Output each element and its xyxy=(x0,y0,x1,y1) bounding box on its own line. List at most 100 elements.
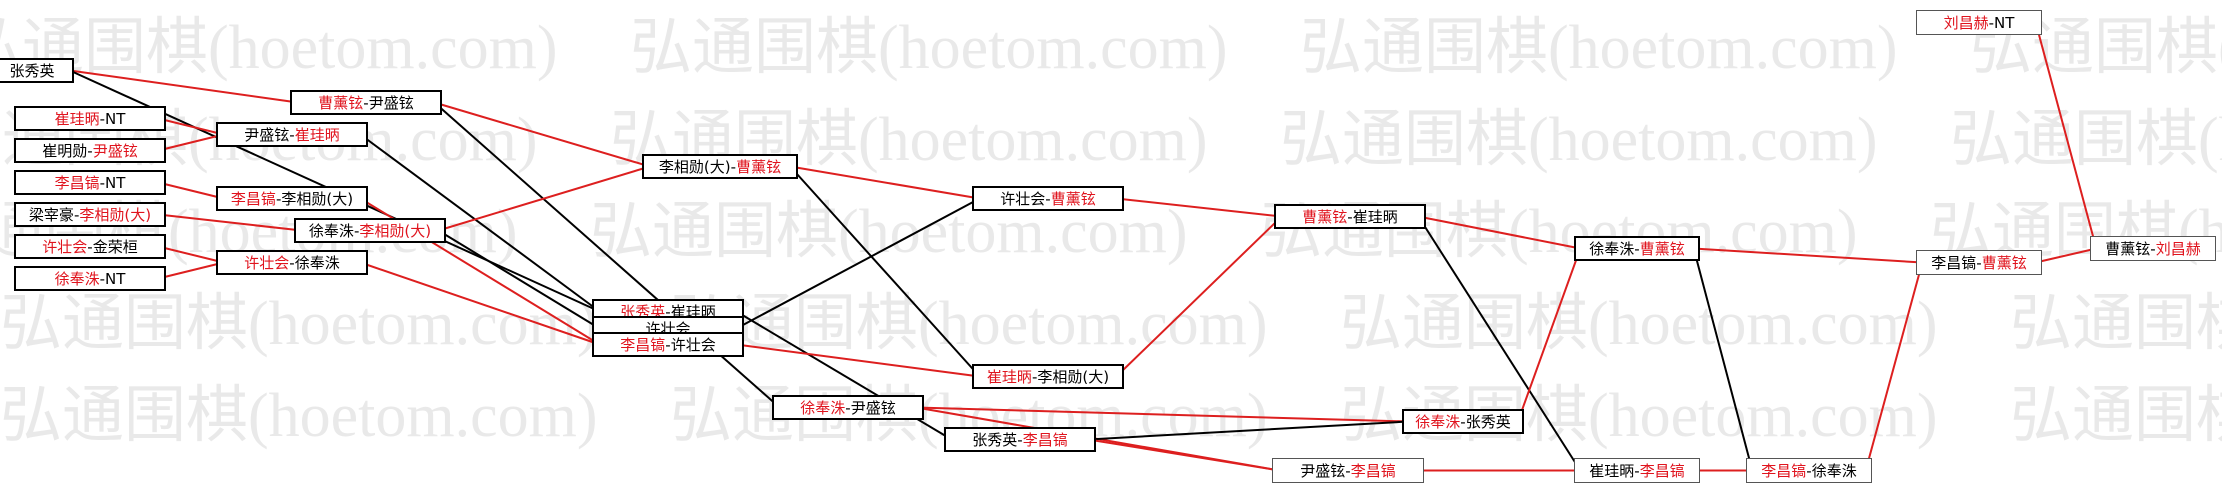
separator: - xyxy=(289,253,295,272)
match-box-m3: 李昌镐-NT xyxy=(14,170,166,195)
bracket-connector xyxy=(1115,215,1283,378)
player-one: 李昌镐 xyxy=(1761,462,1807,480)
player-one: 梁宰豪 xyxy=(28,206,74,224)
separator: - xyxy=(353,221,360,240)
player-one: 张秀英 xyxy=(9,62,55,80)
player-two: 崔珪昞 xyxy=(294,126,340,144)
player-two: 徐奉洙 xyxy=(1811,462,1857,480)
player-two: 李昌镐 xyxy=(1639,462,1685,480)
match-box-m22: 尹盛铉-李昌镐 xyxy=(1272,458,1424,483)
match-box-m7: 曹薰铉-尹盛铉 xyxy=(290,90,442,115)
player-one: 崔珪昞 xyxy=(54,110,100,128)
separator: - xyxy=(665,302,671,321)
match-box-m8: 尹盛铉-崔珪昞 xyxy=(216,122,368,147)
player-one: 徐奉洙 xyxy=(54,270,100,288)
player-two: NT xyxy=(1994,13,2015,32)
separator: - xyxy=(99,269,106,288)
bracket-connector xyxy=(158,261,224,280)
match-box-m9: 李昌镐-李相勋(大) xyxy=(216,186,368,211)
player-two: 李相勋(大) xyxy=(359,222,432,240)
player-one: 刘昌赫 xyxy=(1943,14,1989,32)
bracket-connector xyxy=(1692,248,1754,471)
player-two: 曹薰铉 xyxy=(1050,190,1096,208)
bracket-connector xyxy=(434,101,651,168)
player-one: 徐奉洙 xyxy=(1415,413,1461,431)
match-box-m24: 崔珪昞-李昌镐 xyxy=(1574,458,1700,483)
player-two: 尹盛铉 xyxy=(368,94,414,112)
bracket-connector xyxy=(158,181,224,200)
player-one: 李昌镐 xyxy=(1931,254,1977,272)
separator: - xyxy=(1634,239,1640,258)
bracket-connector xyxy=(1116,197,1282,218)
player-one: 曹薰铉 xyxy=(318,94,364,112)
separator: - xyxy=(73,205,80,224)
bracket-connector xyxy=(158,133,224,152)
player-one: 徐奉洙 xyxy=(800,399,846,417)
match-box-m10: 徐奉洙-李相勋(大) xyxy=(294,218,446,243)
player-one: 徐奉洙 xyxy=(308,222,354,240)
match-box-m23: 徐奉洙-曹薰铉 xyxy=(1574,236,1700,261)
match-box-m27: 刘昌赫-NT xyxy=(1916,10,2042,35)
player-one: 尹盛铉 xyxy=(1300,462,1346,480)
separator: - xyxy=(275,189,282,208)
match-box-m26: 李昌镐-曹薰铉 xyxy=(1916,250,2042,275)
bracket-connector xyxy=(360,261,600,346)
player-one: 崔明勋 xyxy=(42,142,88,160)
separator: - xyxy=(1634,461,1640,480)
player-one: 崔珪昞 xyxy=(1589,462,1635,480)
player-two: 金荣桓 xyxy=(92,238,138,256)
separator: - xyxy=(2150,239,2156,258)
player-two: 李昌镐 xyxy=(1022,431,1068,449)
bracket-connector xyxy=(1088,420,1409,441)
player-one: 张秀英 xyxy=(972,431,1018,449)
separator: - xyxy=(289,125,295,144)
bracket-connector xyxy=(1418,215,1581,250)
player-one: 许壮会 xyxy=(42,238,88,256)
separator: - xyxy=(1988,13,1995,32)
match-box-m2: 崔明勋-尹盛铉 xyxy=(14,138,166,163)
bracket-connector xyxy=(790,165,980,200)
match-box-m28: 曹薰铉-刘昌赫 xyxy=(2090,236,2216,261)
match-box-m15: 李相勋(大)-曹薰铉 xyxy=(642,154,798,179)
match-box-m0: 张秀英 xyxy=(0,58,74,83)
match-box-m25: 李昌镐-徐奉洙 xyxy=(1746,458,1872,483)
bracket-connector xyxy=(438,165,651,232)
separator: - xyxy=(87,141,93,160)
bracket-connector xyxy=(158,213,302,232)
player-one: 李昌镐 xyxy=(230,190,276,208)
separator: - xyxy=(1347,207,1353,226)
match-box-m17: 崔珪昞-李相勋(大) xyxy=(972,364,1124,389)
bracket-connector xyxy=(1693,247,1923,264)
separator: - xyxy=(1045,189,1051,208)
player-two: 刘昌赫 xyxy=(2155,240,2201,258)
bracket-connector xyxy=(789,165,981,378)
player-one: 尹盛铉 xyxy=(244,126,290,144)
bracket-connector xyxy=(433,101,781,409)
separator: - xyxy=(363,93,369,112)
bracket-connector xyxy=(1516,248,1582,422)
player-one: 李相勋(大) xyxy=(658,158,731,176)
bracket-connector xyxy=(69,69,298,104)
separator: - xyxy=(730,157,737,176)
player-two: 徐奉洙 xyxy=(294,254,340,272)
player-one: 李昌镐 xyxy=(620,336,666,354)
player-two: 曹薰铉 xyxy=(1981,254,2027,272)
player-one: 许壮会 xyxy=(244,254,290,272)
bracket-connector xyxy=(916,406,1409,423)
player-one: 徐奉洙 xyxy=(1589,240,1635,258)
separator: - xyxy=(1031,367,1038,386)
player-two: 许壮会 xyxy=(670,336,716,354)
player-one: 许壮会 xyxy=(1000,190,1046,208)
bracket-connector xyxy=(158,245,224,264)
separator: - xyxy=(1345,461,1351,480)
separator: - xyxy=(665,335,671,354)
bracket-connector xyxy=(1088,438,1280,472)
player-two: 李相勋(大) xyxy=(281,190,354,208)
player-one: 曹薰铉 xyxy=(2105,240,2151,258)
player-two: 李昌镐 xyxy=(1350,462,1396,480)
match-box-m11: 许壮会-徐奉洙 xyxy=(216,250,368,275)
match-box-m5: 许壮会-金荣桓 xyxy=(14,234,166,259)
separator: - xyxy=(1806,461,1812,480)
match-box-m19: 张秀英-李昌镐 xyxy=(944,427,1096,452)
